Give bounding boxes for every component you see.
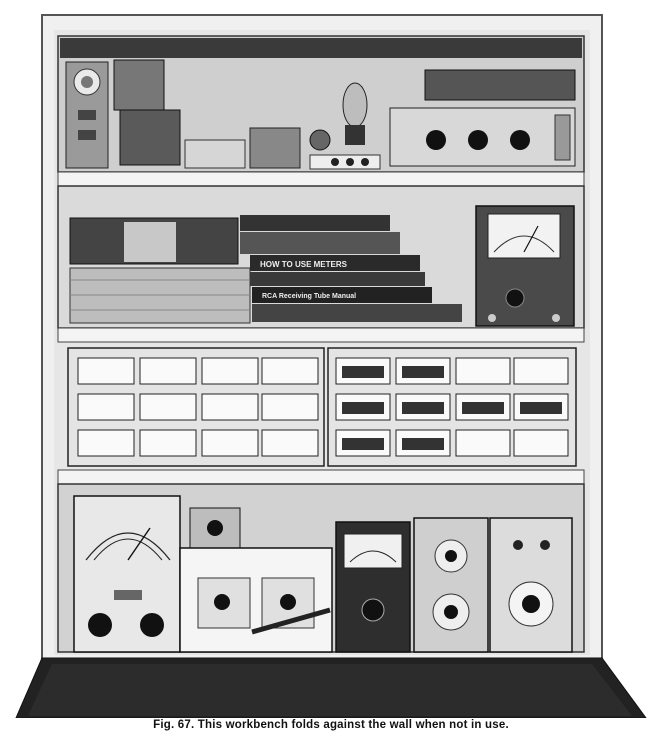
figure-caption: Fig. 67. This workbench folds against th… <box>153 719 509 731</box>
meter-icon <box>475 205 575 327</box>
book-title-meters: HOW TO USE METERS <box>260 260 348 269</box>
vacuum-tube-icon <box>342 82 368 145</box>
book-title-tube-manual: RCA Receiving Tube Manual <box>262 293 356 300</box>
knob-icon <box>426 130 530 150</box>
workbench-photo: HOW TO USE METERS RCA Receiving Tube Man… <box>15 14 647 718</box>
